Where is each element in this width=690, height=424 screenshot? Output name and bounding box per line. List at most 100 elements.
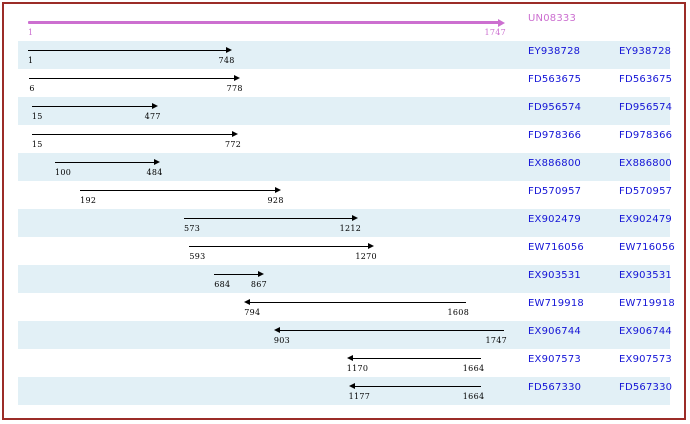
- hit-arrowhead-right: [153, 159, 160, 165]
- row-band: [18, 41, 670, 69]
- hit-arrowhead-right: [233, 75, 240, 81]
- hit-track: [31, 106, 153, 107]
- hit-track: [351, 358, 482, 359]
- hit-arrowhead-right: [225, 47, 232, 53]
- hit-end-coord: 1664: [462, 392, 485, 401]
- hit-accession-link[interactable]: EX886800: [528, 158, 581, 169]
- hit-accession-link-secondary[interactable]: EW716056: [619, 242, 675, 253]
- hit-accession-link[interactable]: FD978366: [528, 130, 582, 141]
- hit-start-coord: 1177: [348, 392, 371, 401]
- hit-start-coord: 1: [28, 56, 34, 65]
- query-arrowhead-right: [498, 18, 505, 27]
- hit-accession-link[interactable]: FD567330: [528, 382, 582, 393]
- hit-end-coord: 484: [146, 168, 163, 177]
- hit-accession-link-secondary[interactable]: FD570957: [619, 186, 673, 197]
- alignment-row[interactable]: 1170 1664 EX907573 EX907573: [4, 349, 684, 377]
- hit-track: [189, 246, 369, 247]
- alignment-row[interactable]: 903 1747 EX906744 EX906744: [4, 321, 684, 349]
- row-band: [18, 97, 670, 125]
- hit-arrowhead-left: [348, 383, 355, 389]
- hit-end-coord: 748: [218, 56, 235, 65]
- hit-track: [214, 274, 260, 275]
- hit-track: [183, 218, 354, 219]
- hit-accession-link-secondary[interactable]: EX903531: [619, 270, 672, 281]
- hit-track: [29, 78, 235, 79]
- hit-accession-link[interactable]: EX902479: [528, 214, 581, 225]
- hit-accession-link[interactable]: EW716056: [528, 242, 584, 253]
- hit-accession-link[interactable]: EX906744: [528, 326, 581, 337]
- hit-end-coord: 928: [267, 196, 284, 205]
- hit-accession-link-secondary[interactable]: EX907573: [619, 354, 672, 365]
- row-band: [18, 209, 670, 237]
- hit-arrowhead-left: [273, 327, 280, 333]
- hit-accession-link[interactable]: EW719918: [528, 298, 584, 309]
- hit-accession-link[interactable]: EY938728: [528, 46, 581, 57]
- hit-start-coord: 573: [183, 224, 201, 233]
- alignment-row[interactable]: 192 928 FD570957 FD570957: [4, 181, 684, 209]
- hit-accession-link-secondary[interactable]: EY938728: [619, 46, 672, 57]
- hit-end-coord: 1747: [485, 336, 507, 345]
- hit-end-coord: 1212: [339, 224, 362, 233]
- hit-accession-link-secondary[interactable]: FD563675: [619, 74, 673, 85]
- alignment-row[interactable]: 1 748 EY938728 EY938728: [4, 41, 684, 69]
- alignment-row[interactable]: 1177 1664 FD567330 FD567330: [4, 377, 684, 405]
- hit-start-coord: 100: [54, 168, 72, 177]
- hit-track: [353, 386, 482, 387]
- row-band: [18, 265, 670, 293]
- hit-arrowhead-left: [244, 299, 251, 305]
- hit-end-coord: 1270: [355, 252, 377, 261]
- hit-start-coord: 6: [29, 84, 35, 93]
- hit-start-coord: 15: [31, 140, 43, 149]
- hit-track: [80, 190, 276, 191]
- hit-arrowhead-right: [274, 187, 281, 193]
- hit-end-coord: 772: [225, 140, 242, 149]
- hit-accession-link-secondary[interactable]: FD978366: [619, 130, 673, 141]
- row-band: [18, 153, 670, 181]
- hit-start-coord: 794: [244, 308, 261, 317]
- hit-accession-link[interactable]: EX907573: [528, 354, 581, 365]
- hit-accession-link-secondary[interactable]: EW719918: [619, 298, 675, 309]
- hit-accession-link-secondary[interactable]: EX886800: [619, 158, 672, 169]
- hit-arrowhead-left: [346, 355, 353, 361]
- hit-accession-link-secondary[interactable]: FD956574: [619, 102, 673, 113]
- hit-start-coord: 15: [31, 112, 43, 121]
- hit-accession-link[interactable]: FD956574: [528, 102, 582, 113]
- hit-track: [249, 302, 467, 303]
- hit-accession-link-secondary[interactable]: EX906744: [619, 326, 672, 337]
- hit-track: [54, 162, 155, 163]
- hit-start-coord: 684: [214, 280, 231, 289]
- alignment-row[interactable]: 15 477 FD956574 FD956574: [4, 97, 684, 125]
- hit-end-coord: 477: [144, 112, 161, 121]
- alignment-row[interactable]: 593 1270 EW716056 EW716056: [4, 237, 684, 265]
- query-label: UN08333: [528, 13, 577, 24]
- hit-start-coord: 1170: [346, 364, 369, 373]
- hit-accession-link[interactable]: EX903531: [528, 270, 581, 281]
- hit-arrowhead-right: [151, 103, 158, 109]
- hit-arrowhead-right: [367, 243, 374, 249]
- hit-end-coord: 1664: [462, 364, 485, 373]
- query-start-coord: 1: [28, 28, 34, 37]
- row-band: [18, 321, 670, 349]
- query-end-coord: 1747: [484, 28, 506, 37]
- hit-track: [278, 330, 504, 331]
- alignment-row[interactable]: 15 772 FD978366 FD978366: [4, 125, 684, 153]
- alignment-row[interactable]: 100 484 EX886800 EX886800: [4, 153, 684, 181]
- hit-arrowhead-right: [352, 215, 359, 221]
- hit-start-coord: 192: [80, 196, 97, 205]
- alignment-row[interactable]: 573 1212 EX902479 EX902479: [4, 209, 684, 237]
- alignment-row[interactable]: 794 1608 EW719918 EW719918: [4, 293, 684, 321]
- hit-start-coord: 593: [189, 252, 206, 261]
- hit-start-coord: 903: [273, 336, 291, 345]
- hit-accession-link[interactable]: FD570957: [528, 186, 582, 197]
- hit-accession-link[interactable]: FD563675: [528, 74, 582, 85]
- hit-accession-link-secondary[interactable]: FD567330: [619, 382, 673, 393]
- query-track: [28, 21, 499, 24]
- hit-end-coord: 1608: [447, 308, 470, 317]
- row-band: [18, 377, 670, 405]
- hit-accession-link-secondary[interactable]: EX902479: [619, 214, 672, 225]
- hit-track: [28, 50, 227, 51]
